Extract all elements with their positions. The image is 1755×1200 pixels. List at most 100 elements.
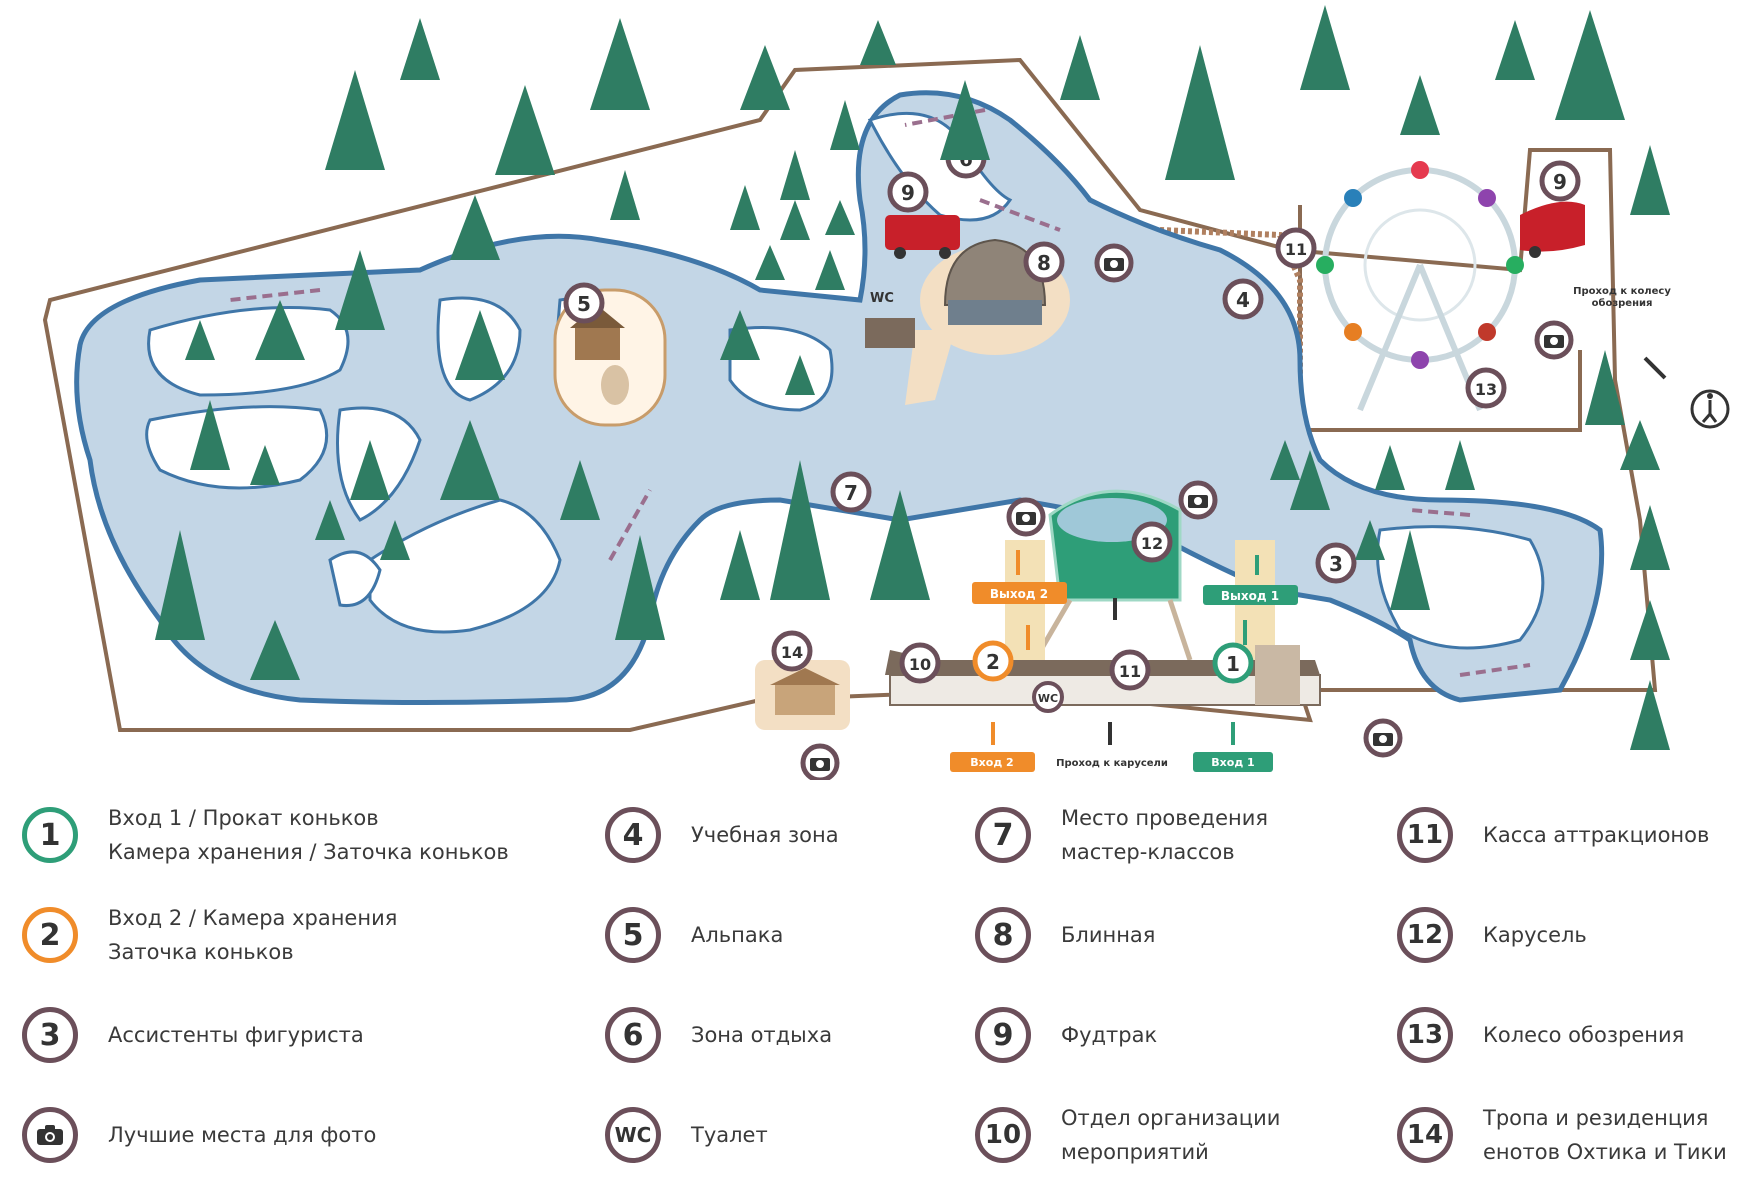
legend-badge-wc: WC bbox=[605, 1107, 661, 1163]
svg-text:10: 10 bbox=[909, 655, 931, 674]
svg-text:5: 5 bbox=[577, 292, 591, 316]
map-marker-11-top[interactable]: 11 bbox=[1275, 227, 1317, 269]
alpaca-figure bbox=[601, 365, 629, 405]
svg-text:4: 4 bbox=[1236, 288, 1250, 312]
legend-label-line: Блинная bbox=[1061, 923, 1156, 947]
legend-label: Карусель bbox=[1483, 918, 1587, 952]
svg-text:13: 13 bbox=[1475, 380, 1497, 399]
legend-badge-number: 12 bbox=[1397, 907, 1453, 963]
svg-text:8: 8 bbox=[1037, 251, 1051, 275]
map-marker-wc-bottom[interactable]: WC bbox=[1032, 681, 1064, 713]
green-arrows bbox=[1231, 555, 1259, 745]
map-marker-5[interactable]: 5 bbox=[563, 282, 605, 324]
legend-label: Лучшие места для фото bbox=[108, 1118, 376, 1152]
legend-badge-number: 9 bbox=[975, 1007, 1031, 1063]
map-marker-2[interactable]: 2 bbox=[972, 640, 1014, 682]
legend-label-line: Фудтрак bbox=[1061, 1023, 1158, 1047]
legend-label: Тропа и резиденция енотов Охтика и Тики bbox=[1483, 1101, 1727, 1169]
legend-item: 9 Фудтрак bbox=[975, 990, 1157, 1080]
entry1-label-badge bbox=[1193, 752, 1273, 772]
map-marker-8[interactable]: 8 bbox=[1023, 241, 1065, 283]
carousel-pass-label: Проход к карусели bbox=[1056, 758, 1168, 769]
wheel-pass-label-line2: обозрения bbox=[1592, 297, 1653, 309]
legend-label: Учебная зона bbox=[691, 818, 839, 852]
legend-label-line: Карусель bbox=[1483, 923, 1587, 947]
exit1-label: Выход 1 bbox=[1221, 589, 1279, 603]
legend-badge-number: 4 bbox=[605, 807, 661, 863]
legend-badge-number: 13 bbox=[1397, 1007, 1453, 1063]
exit2-label-badge bbox=[972, 582, 1067, 604]
map-marker-4[interactable]: 4 bbox=[1222, 278, 1264, 320]
photo-spot-marker-4[interactable] bbox=[1534, 320, 1574, 360]
svg-text:11: 11 bbox=[1119, 662, 1141, 681]
pancake-house-base bbox=[948, 300, 1042, 325]
camera-icon bbox=[22, 1107, 78, 1163]
map-marker-7[interactable]: 7 bbox=[830, 471, 872, 513]
legend-label-line: Камера хранения / Заточка коньков bbox=[108, 840, 509, 864]
entry2-label: Вход 2 bbox=[970, 756, 1013, 769]
legend-label: Фудтрак bbox=[1061, 1018, 1157, 1052]
legend-label: Ассистенты фигуриста bbox=[108, 1018, 364, 1052]
alpaca-house bbox=[575, 325, 620, 360]
legend-item: 4 Учебная зона bbox=[605, 790, 839, 880]
legend-label-line: Место проведения bbox=[1061, 806, 1268, 830]
photo-spot-marker-6[interactable] bbox=[800, 743, 840, 780]
exit1-label-badge bbox=[1203, 585, 1298, 605]
map-marker-13[interactable]: 13 bbox=[1465, 367, 1507, 409]
photo-spot-marker-1[interactable] bbox=[1094, 243, 1134, 283]
photo-spot-marker-5[interactable] bbox=[1363, 718, 1403, 758]
map-marker-10[interactable]: 10 bbox=[899, 642, 941, 684]
svg-text:9: 9 bbox=[1553, 170, 1567, 194]
legend-item: WC Туалет bbox=[605, 1090, 768, 1180]
map-marker-3[interactable]: 3 bbox=[1315, 542, 1357, 584]
legend-label-line: Лучшие места для фото bbox=[108, 1123, 377, 1147]
legend-label-line: Колесо обозрения bbox=[1483, 1023, 1685, 1047]
legend-badge-number: 10 bbox=[975, 1107, 1031, 1163]
legend-item: 11 Касса аттракционов bbox=[1397, 790, 1709, 880]
photo-spot-marker-2[interactable] bbox=[1006, 497, 1046, 537]
legend-label-line: Вход 2 / Камера хранения bbox=[108, 906, 398, 930]
legend-label-line: Ассистенты фигуриста bbox=[108, 1023, 364, 1047]
entry1-label: Вход 1 bbox=[1211, 756, 1254, 769]
legend-badge-number: 11 bbox=[1397, 807, 1453, 863]
svg-text:9: 9 bbox=[901, 181, 915, 205]
svg-text:12: 12 bbox=[1141, 534, 1163, 553]
legend-label: Альпака bbox=[691, 918, 783, 952]
photo-spot-marker-3[interactable] bbox=[1178, 480, 1218, 520]
orange-arrows bbox=[991, 550, 1030, 745]
svg-text:2: 2 bbox=[986, 650, 1000, 674]
map-marker-12[interactable]: 12 bbox=[1131, 521, 1173, 563]
svg-text:14: 14 bbox=[781, 643, 803, 662]
map-marker-11-bottom[interactable]: 11 bbox=[1109, 649, 1151, 691]
map-marker-9-right[interactable]: 9 bbox=[1539, 160, 1581, 202]
map-marker-9-left[interactable]: 9 bbox=[887, 171, 929, 213]
legend-label-line: Тропа и резиденция bbox=[1483, 1106, 1709, 1130]
map-marker-1[interactable]: 1 bbox=[1212, 642, 1254, 684]
legend-label: Касса аттракционов bbox=[1483, 818, 1709, 852]
svg-text:7: 7 bbox=[844, 481, 858, 505]
map-marker-14[interactable]: 14 bbox=[771, 630, 813, 672]
walkway-to-pancake-house bbox=[905, 330, 955, 405]
park-map: Выход 2 Выход 1 Вход 2 Вход 1 Проход к к… bbox=[42, 5, 1730, 780]
legend-label-line: Вход 1 / Прокат коньков bbox=[108, 806, 379, 830]
legend-label-line: енотов Охтика и Тики bbox=[1483, 1140, 1727, 1164]
svg-text:WC: WC bbox=[1038, 692, 1058, 705]
legend-item: 12 Карусель bbox=[1397, 890, 1587, 980]
map-wc-label: WC bbox=[870, 291, 894, 306]
legend-label-line: мастер-классов bbox=[1061, 840, 1235, 864]
svg-text:3: 3 bbox=[1329, 552, 1343, 576]
svg-text:1: 1 bbox=[1226, 652, 1240, 676]
legend-label: Блинная bbox=[1061, 918, 1155, 952]
legend-item: 13 Колесо обозрения bbox=[1397, 990, 1684, 1080]
legend-badge-number: 3 bbox=[22, 1007, 78, 1063]
legend-label: Туалет bbox=[691, 1118, 768, 1152]
